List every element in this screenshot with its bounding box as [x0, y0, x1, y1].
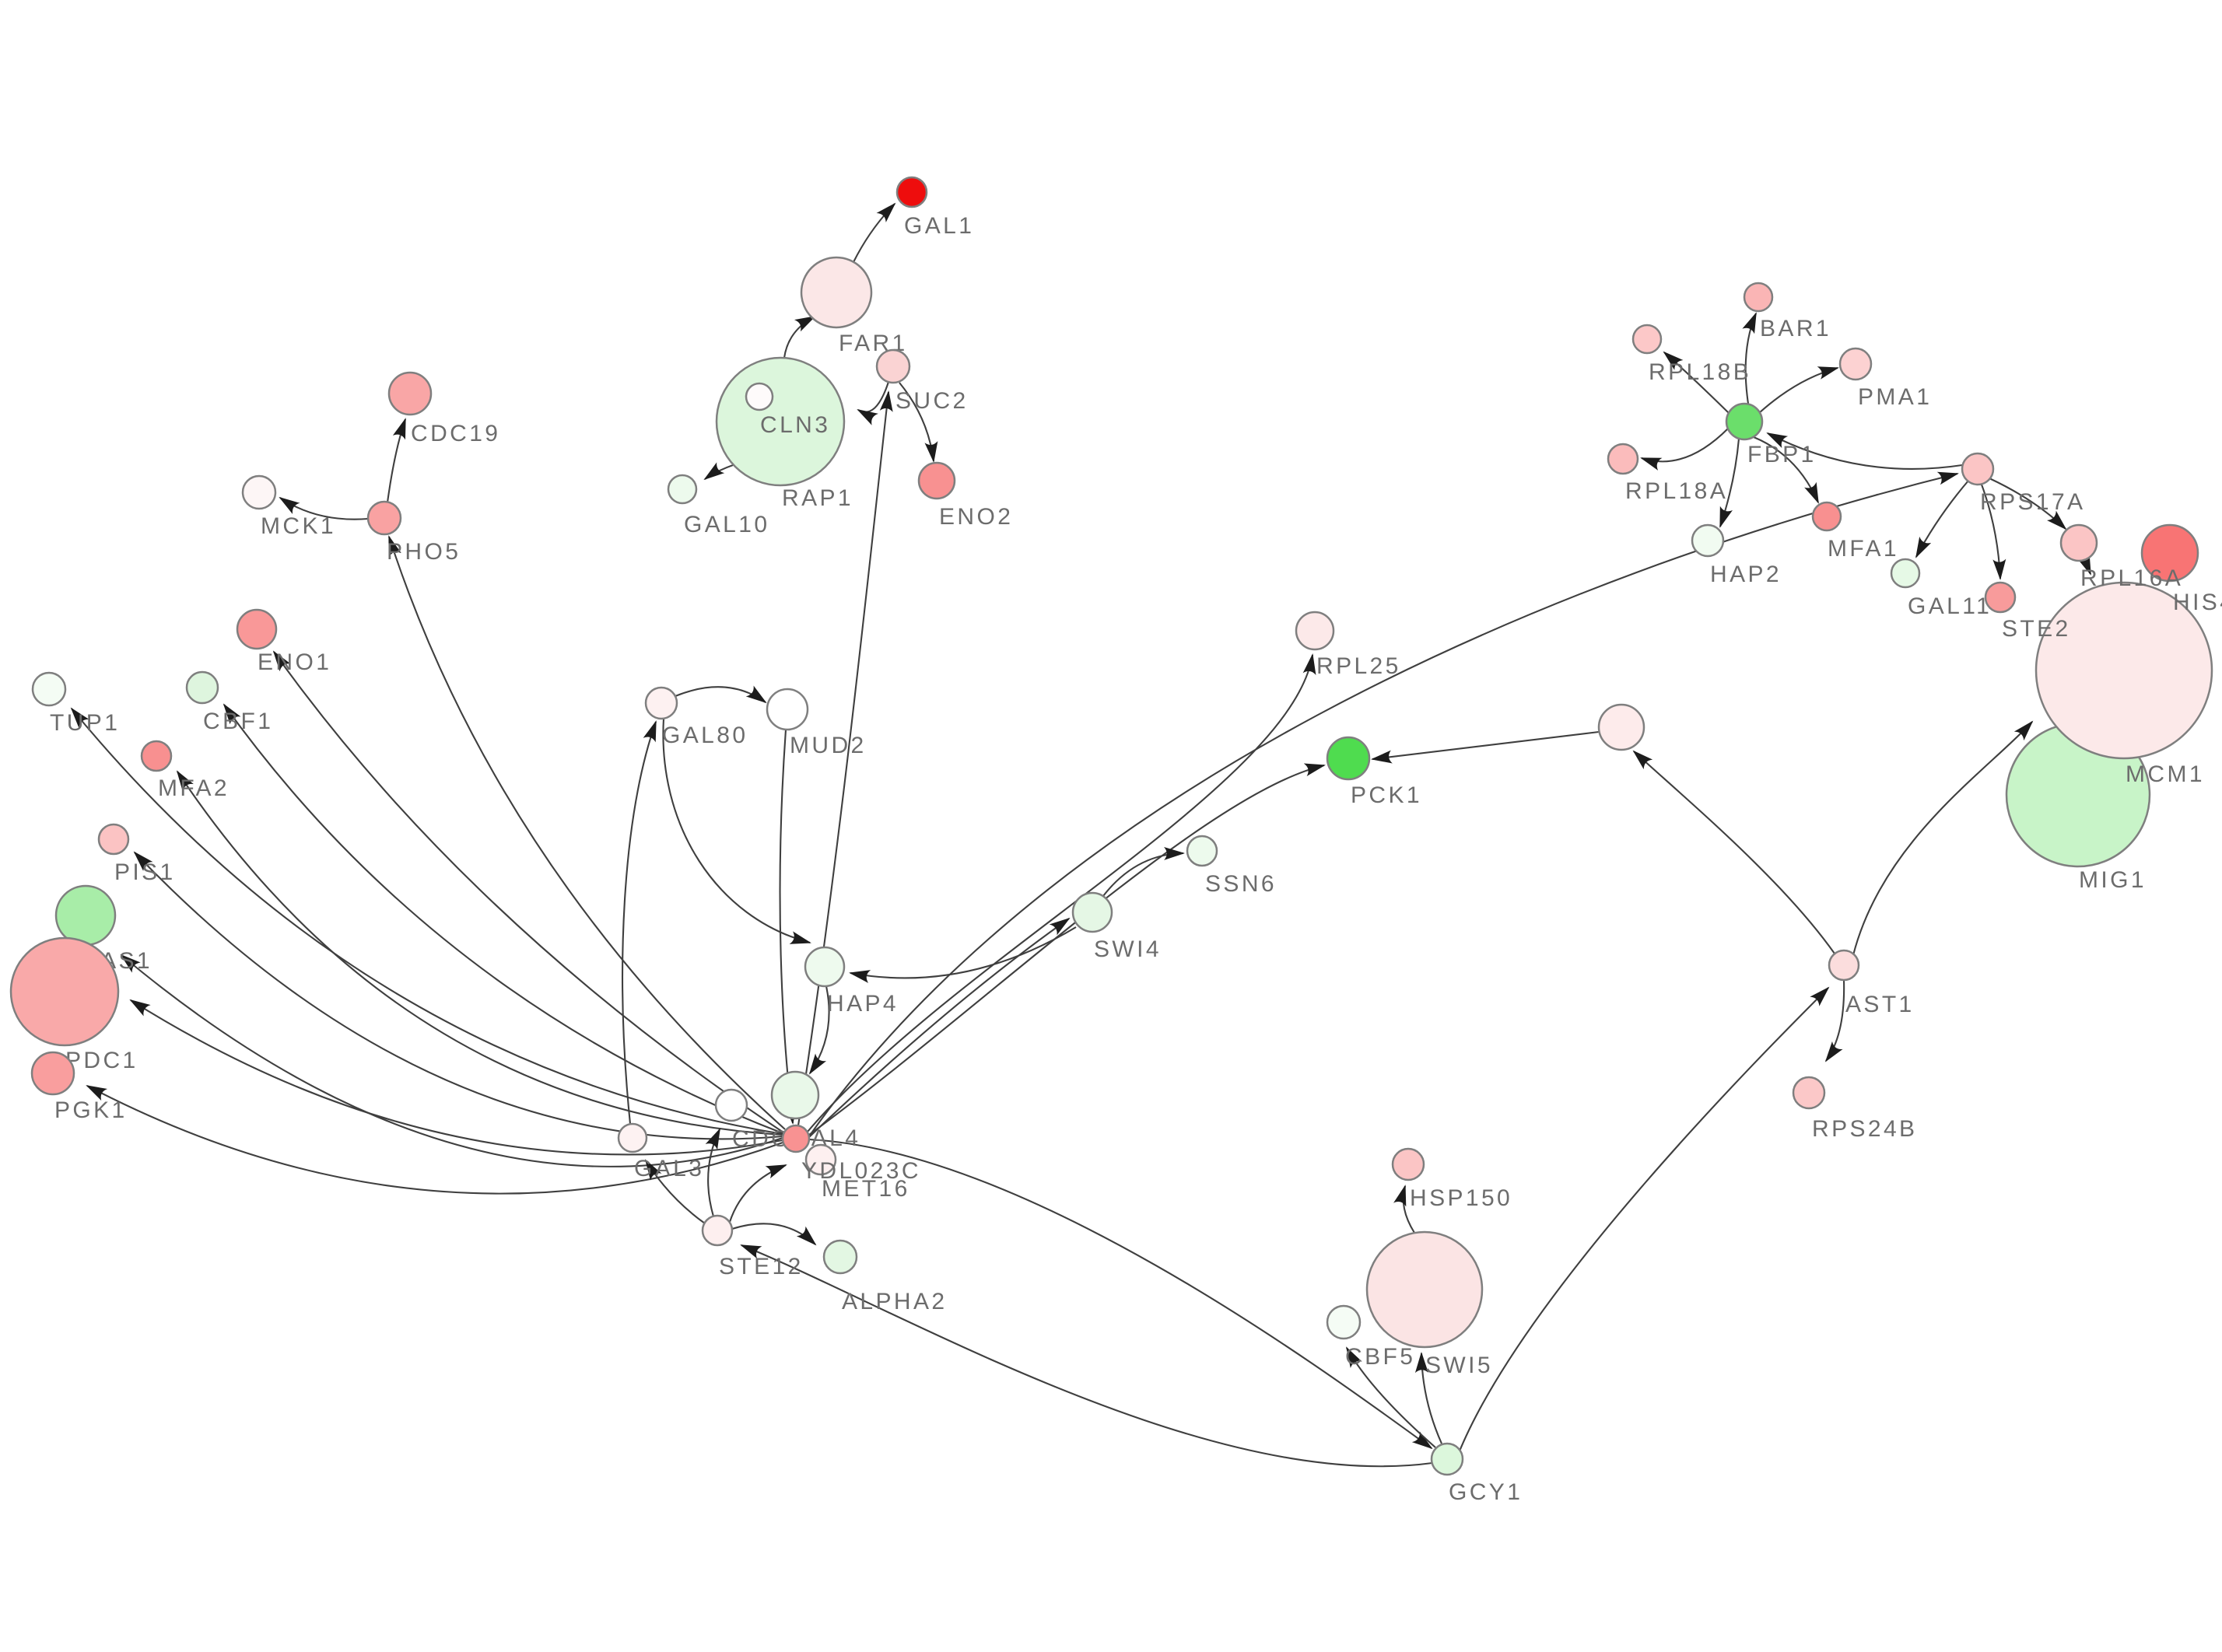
- svg-text:MIG1: MIG1: [2079, 867, 2147, 893]
- svg-text:HAP4: HAP4: [827, 991, 899, 1017]
- svg-text:SWI4: SWI4: [1094, 936, 1162, 962]
- svg-text:STE12: STE12: [719, 1254, 804, 1279]
- svg-text:MFA1: MFA1: [1828, 536, 1899, 562]
- svg-text:HAP2: HAP2: [1710, 562, 1782, 587]
- svg-text:RPL18B: RPL18B: [1649, 359, 1751, 385]
- svg-text:AST1: AST1: [1845, 992, 1915, 1017]
- svg-text:ENO1: ENO1: [258, 649, 331, 675]
- svg-text:GAL10: GAL10: [684, 512, 769, 537]
- svg-text:FBP1: FBP1: [1747, 442, 1817, 467]
- svg-text:GAL11: GAL11: [1908, 593, 1992, 619]
- svg-text:SUC2: SUC2: [895, 388, 969, 414]
- svg-text:RAP1: RAP1: [782, 485, 853, 511]
- svg-text:TUP1: TUP1: [50, 710, 120, 736]
- svg-text:GAL3: GAL3: [634, 1156, 704, 1181]
- svg-text:GAL80: GAL80: [662, 723, 748, 748]
- svg-text:MET16: MET16: [822, 1176, 910, 1202]
- svg-text:HSP150: HSP150: [1410, 1185, 1512, 1211]
- svg-text:PGK1: PGK1: [54, 1097, 128, 1123]
- svg-text:BAR1: BAR1: [1760, 316, 1831, 341]
- svg-text:RPL18A: RPL18A: [1625, 478, 1728, 504]
- svg-text:MCK1: MCK1: [261, 513, 336, 539]
- svg-text:STE2: STE2: [2002, 616, 2071, 642]
- svg-text:MCM1: MCM1: [2126, 761, 2205, 787]
- svg-text:HIS4: HIS4: [2173, 590, 2222, 615]
- svg-text:YDL023C: YDL023C: [801, 1158, 921, 1184]
- svg-text:RPS24B: RPS24B: [1812, 1116, 1917, 1142]
- svg-text:RPS17A: RPS17A: [1980, 489, 2085, 515]
- svg-text:PHO5: PHO5: [387, 539, 461, 565]
- svg-text:GCY1: GCY1: [1449, 1479, 1523, 1505]
- svg-text:ENO2: ENO2: [939, 504, 1013, 530]
- svg-text:GAL1: GAL1: [904, 213, 974, 239]
- svg-text:PCK1: PCK1: [1351, 782, 1422, 808]
- svg-text:PIS1: PIS1: [114, 859, 176, 885]
- svg-text:PDC1: PDC1: [65, 1048, 138, 1073]
- svg-text:SSN6: SSN6: [1205, 871, 1277, 897]
- svg-text:CDC19: CDC19: [411, 421, 500, 446]
- svg-text:MFA2: MFA2: [158, 775, 230, 801]
- svg-text:MUD2: MUD2: [790, 733, 867, 758]
- svg-text:ALPHA2: ALPHA2: [842, 1289, 947, 1314]
- svg-text:RPL16A: RPL16A: [2080, 565, 2183, 591]
- svg-text:RPL25: RPL25: [1316, 653, 1401, 679]
- svg-text:CBF1: CBF1: [203, 709, 273, 734]
- svg-text:PMA1: PMA1: [1858, 384, 1932, 410]
- svg-text:CLN3: CLN3: [760, 412, 830, 438]
- svg-text:SWI5: SWI5: [1425, 1353, 1493, 1378]
- svg-text:CBF5: CBF5: [1345, 1344, 1415, 1370]
